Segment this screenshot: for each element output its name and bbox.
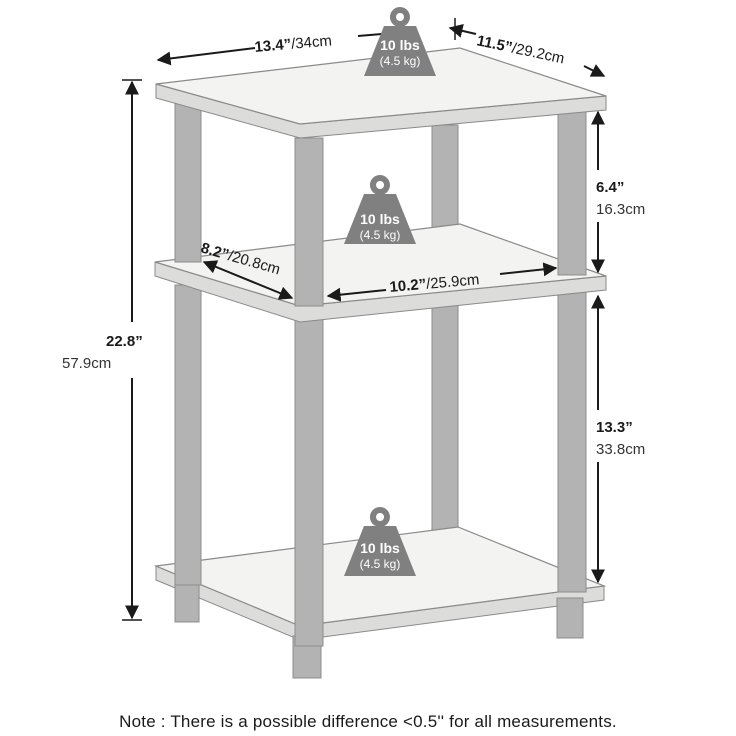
dimension-lines	[122, 18, 606, 621]
dim-inner-width-label: 10.2”/25.9cm	[389, 271, 480, 296]
post-front-left-upper	[174, 101, 202, 263]
post-front-lower	[294, 317, 324, 647]
svg-text:10 lbs: 10 lbs	[380, 37, 420, 53]
svg-text:(4.5 kg): (4.5 kg)	[360, 228, 401, 242]
post-front-upper	[294, 137, 324, 307]
svg-text:(4.5 kg): (4.5 kg)	[380, 54, 421, 68]
dim-top-width-label: 13.4”/34cm	[254, 32, 333, 56]
dim-upper-gap-metric: 16.3cm	[596, 201, 645, 218]
dim-total-height-metric: 57.9cm	[62, 355, 111, 372]
post-front-left-lower	[174, 284, 202, 586]
back-posts	[431, 124, 459, 536]
dim-lower-gap-metric: 33.8cm	[596, 441, 645, 458]
svg-text:(4.5 kg): (4.5 kg)	[360, 557, 401, 571]
post-back-left-lower	[431, 304, 459, 536]
post-right-lower	[557, 291, 587, 593]
post-right-upper	[557, 109, 587, 276]
weight-badge-top: 10 lbs (4.5 kg)	[364, 7, 436, 76]
dim-total-height-label: 22.8”	[106, 333, 143, 350]
measurement-note: Note : There is a possible difference <0…	[119, 712, 617, 731]
post-back-left-upper	[431, 124, 459, 232]
weight-badge-middle: 10 lbs (4.5 kg)	[344, 175, 416, 244]
foot-front-left	[174, 583, 200, 623]
dim-lower-gap-label: 13.3”	[596, 419, 633, 436]
svg-text:10 lbs: 10 lbs	[360, 211, 400, 227]
foot-right	[556, 597, 584, 639]
svg-text:10 lbs: 10 lbs	[360, 540, 400, 556]
weight-badge-bottom: 10 lbs (4.5 kg)	[344, 507, 416, 576]
dim-upper-gap-label: 6.4”	[596, 179, 624, 196]
top-board	[155, 47, 607, 139]
